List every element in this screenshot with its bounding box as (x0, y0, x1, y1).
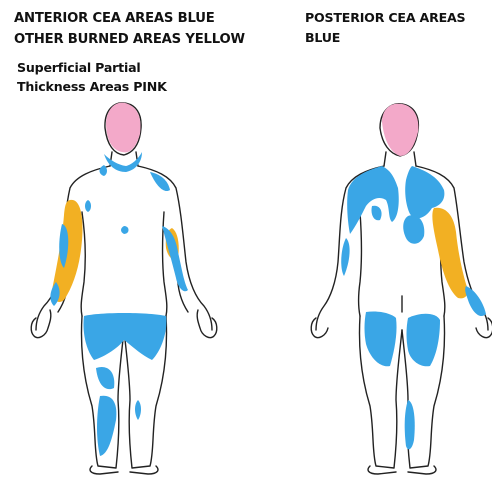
posterior-blue-burns (341, 166, 486, 449)
anterior-yellow-burns (52, 200, 179, 302)
anterior-figure (31, 103, 217, 474)
anterior-pink-face (106, 103, 141, 153)
posterior-figure (311, 104, 492, 474)
